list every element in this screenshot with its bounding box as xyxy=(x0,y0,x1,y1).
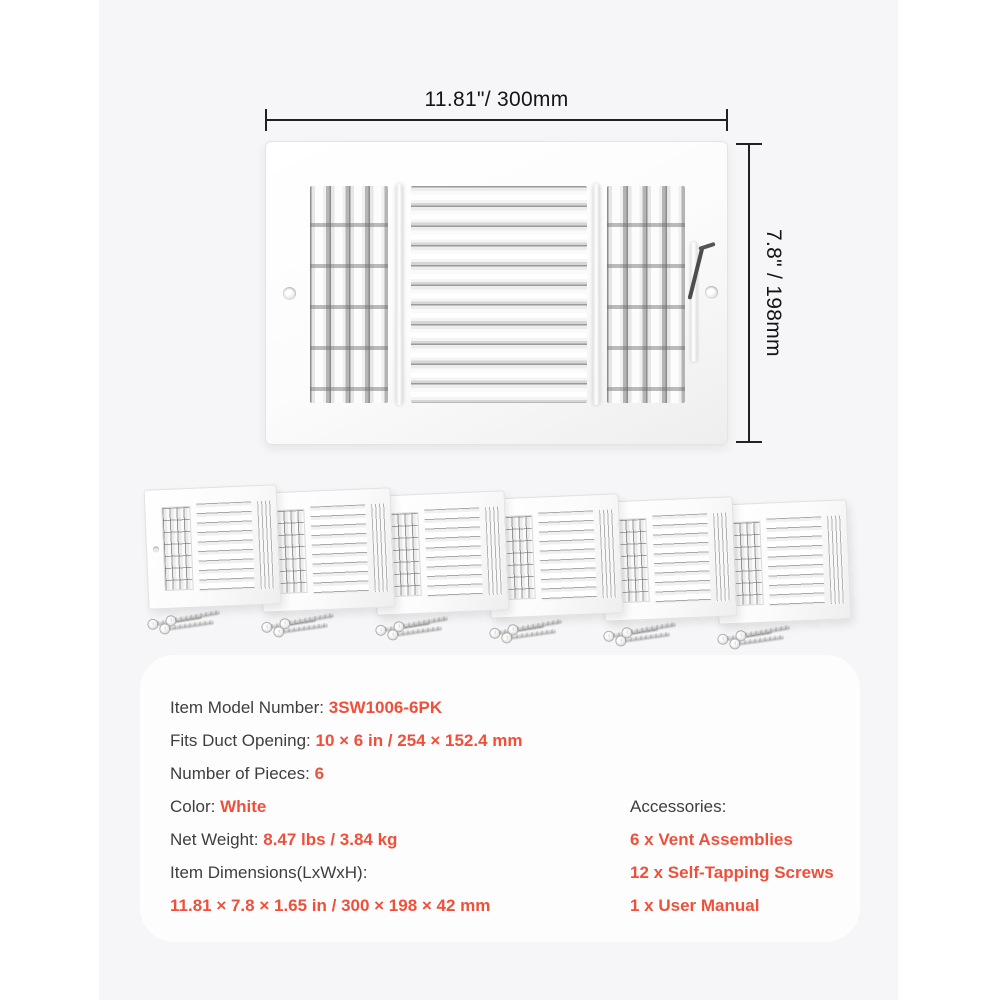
spec-column-left: Item Model Number: 3SW1006-6PK Fits Duct… xyxy=(170,691,523,922)
main-vent-divider-left xyxy=(396,184,403,405)
spec-row-duct-opening: Fits Duct Opening: 10 × 6 in / 254 × 152… xyxy=(170,724,523,757)
screw-hole-left xyxy=(283,287,296,300)
pack-vent-louvers xyxy=(424,507,483,598)
spec-label: Color: xyxy=(170,797,221,816)
screw-set-3 xyxy=(379,614,480,642)
pack-vent-louvers xyxy=(652,513,711,604)
accessory-item-manual: 1 x User Manual xyxy=(630,896,760,915)
spec-row-dimensions-value: 11.81 × 7.8 × 1.65 in / 300 × 198 × 42 m… xyxy=(170,889,523,922)
pack-vent-slats xyxy=(599,509,617,599)
screw-set-1 xyxy=(151,608,252,636)
width-dimension-line xyxy=(265,109,728,131)
main-vent-left-louvers xyxy=(310,186,388,403)
main-vent-photo xyxy=(265,141,728,445)
pack-vent-1 xyxy=(143,484,282,610)
pack-vent-louvers xyxy=(766,516,825,607)
pack-vent-louvers xyxy=(538,510,597,601)
main-vent-center-louvers xyxy=(411,186,587,403)
pack-vent-screw-hole xyxy=(152,546,160,553)
pack-vent-slats xyxy=(257,500,275,590)
pack-vent-slats xyxy=(485,506,503,596)
spec-row-net-weight: Net Weight: 8.47 lbs / 3.84 kg xyxy=(170,823,523,856)
spec-panel: Item Model Number: 3SW1006-6PK Fits Duct… xyxy=(140,655,860,942)
accessory-item-screws: 12 x Self-Tapping Screws xyxy=(630,863,834,882)
spec-label: Number of Pieces: xyxy=(170,764,315,783)
screw-set-5 xyxy=(607,620,708,648)
screw-set-2 xyxy=(265,611,366,639)
spec-column-right: Accessories: 6 x Vent Assemblies 12 x Se… xyxy=(630,790,834,922)
spec-value: 3SW1006-6PK xyxy=(328,698,443,717)
pack-vent-louvers xyxy=(310,504,369,595)
accessory-item-vents: 6 x Vent Assemblies xyxy=(630,830,793,849)
pack-vent-louvers xyxy=(196,501,255,592)
damper-track xyxy=(691,242,697,362)
main-vent-divider-right xyxy=(593,184,600,405)
screw-set-6 xyxy=(721,623,822,651)
spec-row-model: Item Model Number: 3SW1006-6PK xyxy=(170,691,523,724)
pack-vent-slats xyxy=(713,512,731,602)
spec-row-pieces: Number of Pieces: 6 xyxy=(170,757,523,790)
width-dimension-label: 11.81"/ 300mm xyxy=(424,88,569,111)
spec-value: 11.81 × 7.8 × 1.65 in / 300 × 198 × 42 m… xyxy=(170,896,491,915)
pack-vent-slats xyxy=(371,503,389,593)
spec-label: Fits Duct Opening: xyxy=(170,731,316,750)
spec-label: Item Dimensions(LxWxH): xyxy=(170,863,368,882)
pack-vent-slats xyxy=(827,515,845,605)
spec-value: 10 × 6 in / 254 × 152.4 mm xyxy=(315,731,523,750)
height-dimension-line xyxy=(736,143,762,443)
spec-label: Item Model Number: xyxy=(170,698,329,717)
main-vent-right-louvers xyxy=(607,186,685,403)
screw-hole-right xyxy=(705,286,718,299)
height-dimension-label: 7.8" / 198mm xyxy=(762,229,785,357)
spec-label: Net Weight: xyxy=(170,830,264,849)
spec-value: White xyxy=(220,797,267,816)
accessories-heading: Accessories: xyxy=(630,797,727,816)
pack-vent-grid xyxy=(161,505,194,592)
spec-value: 8.47 lbs / 3.84 kg xyxy=(263,830,398,849)
spec-row-dimensions-label: Item Dimensions(LxWxH): xyxy=(170,856,523,889)
spec-value: 6 xyxy=(314,764,325,783)
screw-set-4 xyxy=(493,617,594,645)
spec-row-color: Color: White xyxy=(170,790,523,823)
